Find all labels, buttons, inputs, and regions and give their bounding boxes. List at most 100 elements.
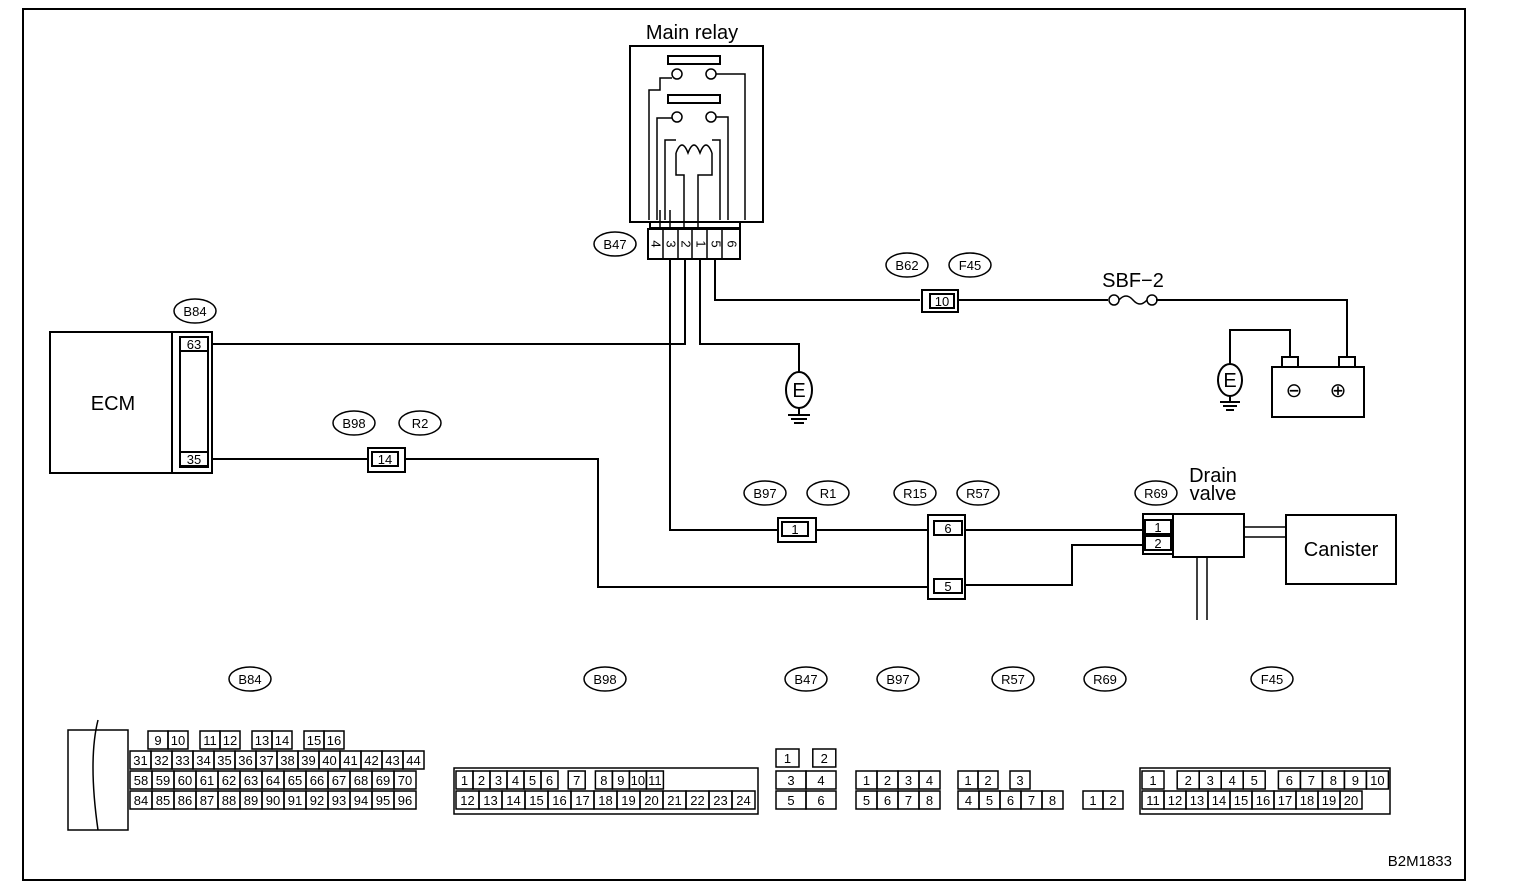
terminal-pin: 66	[310, 773, 324, 788]
terminal-pin: 1	[863, 773, 870, 788]
terminal-pin: 3	[1207, 773, 1214, 788]
terminal-pin: 6	[546, 773, 553, 788]
terminal-pin: 95	[376, 793, 390, 808]
terminal-pin: 41	[343, 753, 357, 768]
terminal-pin: 58	[134, 773, 148, 788]
terminal-pin: 93	[332, 793, 346, 808]
terminal-pin: 94	[354, 793, 368, 808]
terminal-pin: 15	[307, 733, 321, 748]
terminal-pin: 15	[529, 793, 543, 808]
r69-pin-1: 1	[1154, 520, 1161, 535]
connector-id-b47: B47	[603, 237, 626, 252]
relay-pin-6: 6	[725, 240, 740, 247]
r15-pin-6: 6	[944, 521, 951, 536]
fuse-sbf2: SBF−2	[1102, 270, 1164, 306]
terminal-view-id: B84	[238, 672, 261, 687]
terminal-pin: 12	[1168, 793, 1182, 808]
terminal-pin: 61	[200, 773, 214, 788]
terminal-pin: 9	[617, 773, 624, 788]
terminal-pin: 5	[787, 793, 794, 808]
battery-pos: ⊕	[1330, 380, 1347, 402]
terminal-pin: 7	[1308, 773, 1315, 788]
terminal-pin: 2	[1109, 793, 1116, 808]
terminal-pin: 6	[1007, 793, 1014, 808]
terminal-pin: 84	[134, 793, 148, 808]
terminal-pin: 85	[156, 793, 170, 808]
terminal-pin: 3	[1016, 773, 1023, 788]
wires	[212, 259, 1348, 620]
terminal-pin: 9	[1352, 773, 1359, 788]
terminal-pin: 86	[178, 793, 192, 808]
connector-r15-r57: 6 5 R15 R57	[893, 480, 1000, 600]
terminal-pin: 65	[288, 773, 302, 788]
terminal-pin: 12	[223, 733, 237, 748]
terminal-pin: 87	[200, 793, 214, 808]
terminal-pin: 23	[713, 793, 727, 808]
terminal-pin: 32	[154, 753, 168, 768]
terminal-pin: 6	[1286, 773, 1293, 788]
terminal-pin: 92	[310, 793, 324, 808]
connector-id-f45: F45	[959, 258, 981, 273]
terminal-pin: 60	[178, 773, 192, 788]
diagram-code: B2M1833	[1388, 853, 1452, 870]
connector-id-b97: B97	[753, 486, 776, 501]
terminal-pin: 8	[1330, 773, 1337, 788]
terminal-pin: 4	[926, 773, 933, 788]
relay-pin-1: 1	[694, 240, 709, 247]
terminal-pin: 14	[1212, 793, 1226, 808]
terminal-view-id: B98	[593, 672, 616, 687]
terminal-pin: 5	[529, 773, 536, 788]
terminal-pin: 31	[133, 753, 147, 768]
fuse-label: SBF−2	[1102, 270, 1164, 292]
terminal-pin: 10	[171, 733, 185, 748]
terminal-pin: 3	[787, 773, 794, 788]
terminal-view-id: R69	[1093, 672, 1117, 687]
terminal-pin: 8	[600, 773, 607, 788]
terminal-pin: 33	[175, 753, 189, 768]
terminal-pin: 40	[322, 753, 336, 768]
terminal-pin: 11	[648, 773, 662, 788]
terminal-pin: 70	[398, 773, 412, 788]
relay-pin-5: 5	[709, 240, 724, 247]
relay-coil	[675, 144, 713, 156]
terminal-pin: 18	[598, 793, 612, 808]
terminal-pin: 6	[817, 793, 824, 808]
terminal-pin: 10	[1370, 773, 1384, 788]
canister-body	[1285, 514, 1397, 585]
terminal-pin: 13	[255, 733, 269, 748]
terminal-pin: 9	[154, 733, 161, 748]
ecm: ECM 63 35 B84	[49, 298, 217, 474]
terminal-pin: 24	[736, 793, 750, 808]
relay-pin-2: 2	[679, 240, 694, 247]
connector-id-r69: R69	[1144, 486, 1168, 501]
terminal-pin: 17	[1278, 793, 1292, 808]
terminal-pin: 36	[238, 753, 252, 768]
terminal-pin: 18	[1300, 793, 1314, 808]
terminal-pin: 16	[552, 793, 566, 808]
terminal-pin: 8	[926, 793, 933, 808]
battery-ground-label: E	[1223, 370, 1236, 392]
terminal-pin: 2	[884, 773, 891, 788]
terminal-pin: 90	[266, 793, 280, 808]
terminal-pin: 34	[196, 753, 210, 768]
terminal-pin: 67	[332, 773, 346, 788]
terminal-pin: 63	[244, 773, 258, 788]
battery-neg: ⊖	[1286, 380, 1303, 402]
terminal-pin: 11	[1146, 793, 1160, 808]
terminal-pin: 2	[984, 773, 991, 788]
connector-id-r57: R57	[966, 486, 990, 501]
terminal-pin: 39	[301, 753, 315, 768]
connector-id-b84: B84	[183, 304, 206, 319]
terminal-pin: 68	[354, 773, 368, 788]
terminal-pin: 17	[575, 793, 589, 808]
drain-valve: R69 Drain valve 1 2	[1134, 465, 1245, 558]
ground-symbol: E	[785, 371, 813, 424]
canister: Canister	[1285, 514, 1397, 585]
